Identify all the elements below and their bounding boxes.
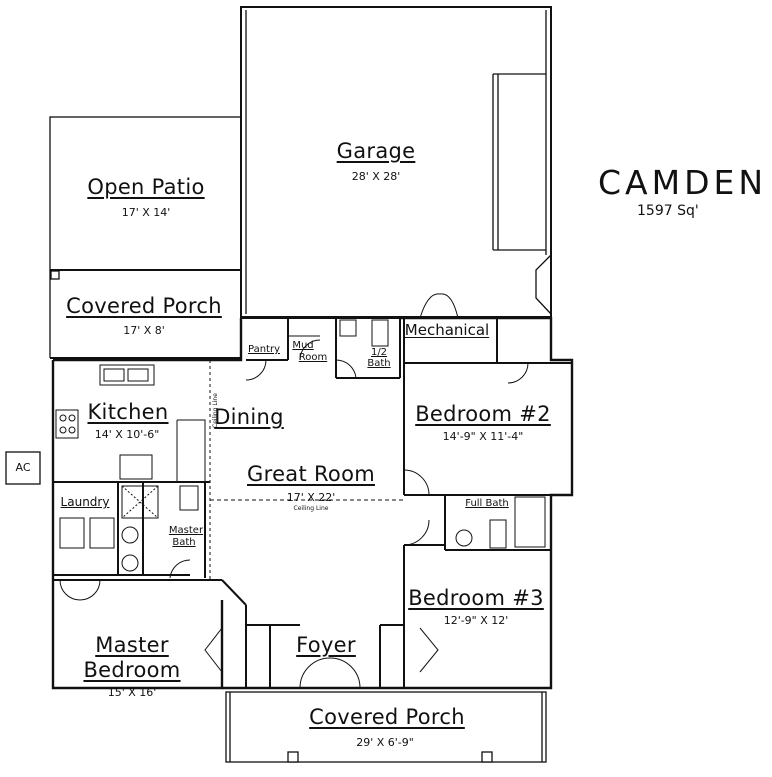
master-bath-label-1: Master (168, 525, 204, 536)
interior-walls (53, 317, 572, 688)
garage-label: Garage (336, 139, 416, 163)
plan-area: 1597 Sq' (637, 203, 699, 219)
front-porch-label: Covered Porch (309, 705, 465, 729)
open-patio-label: Open Patio (87, 175, 205, 199)
garage-dim: 28' X 28' (351, 170, 401, 183)
house-exterior (51, 316, 574, 690)
bedroom2-dim: 14'-9" X 11'-4" (442, 430, 524, 443)
ac-unit-box (5, 451, 41, 485)
dining-label: Dining (214, 405, 284, 429)
kitchen-dim: 14' X 10'-6" (94, 428, 160, 441)
master-bedroom-label-2: Bedroom (83, 658, 181, 682)
great-room-dim: 17' X 22' (286, 491, 336, 504)
front-porch-walls (225, 691, 547, 763)
front-porch-dim: 29' X 6'-9" (356, 736, 414, 749)
mechanical-label: Mechanical (404, 321, 490, 339)
half-bath-label-2: Bath (367, 358, 391, 369)
back-porch-dim: 17' X 8' (123, 324, 165, 337)
half-bath-label-1: 1/2 (370, 347, 388, 358)
bedroom3-label: Bedroom #3 (408, 586, 544, 610)
bedroom2-label: Bedroom #2 (415, 402, 551, 426)
door-swings (59, 293, 529, 689)
foyer-label: Foyer (296, 633, 356, 657)
master-bath-label-2: Bath (172, 537, 196, 548)
mud-room-label-2: Room (298, 352, 328, 363)
ceiling-line-vertical: Ceiling Line (212, 393, 219, 428)
fixtures (55, 319, 546, 572)
pantry-label: Pantry (248, 344, 280, 355)
ac-label: AC (15, 461, 31, 474)
master-bedroom-dim: 15' X 16' (107, 686, 157, 699)
ceiling-line-label: Ceiling Line (293, 505, 329, 512)
back-porch-label: Covered Porch (66, 294, 222, 318)
mud-room-label-1: Mud (292, 340, 314, 351)
kitchen-label: Kitchen (87, 400, 169, 424)
great-room-label: Great Room (247, 462, 375, 486)
open-patio-dim: 17' X 14' (121, 206, 171, 219)
laundry-label: Laundry (60, 495, 110, 509)
plan-title: CAMDEN (598, 163, 768, 202)
full-bath-label: Full Bath (465, 498, 509, 509)
bedroom3-dim: 12'-9" X 12' (443, 614, 509, 627)
master-bedroom-label-1: Master (95, 633, 169, 657)
